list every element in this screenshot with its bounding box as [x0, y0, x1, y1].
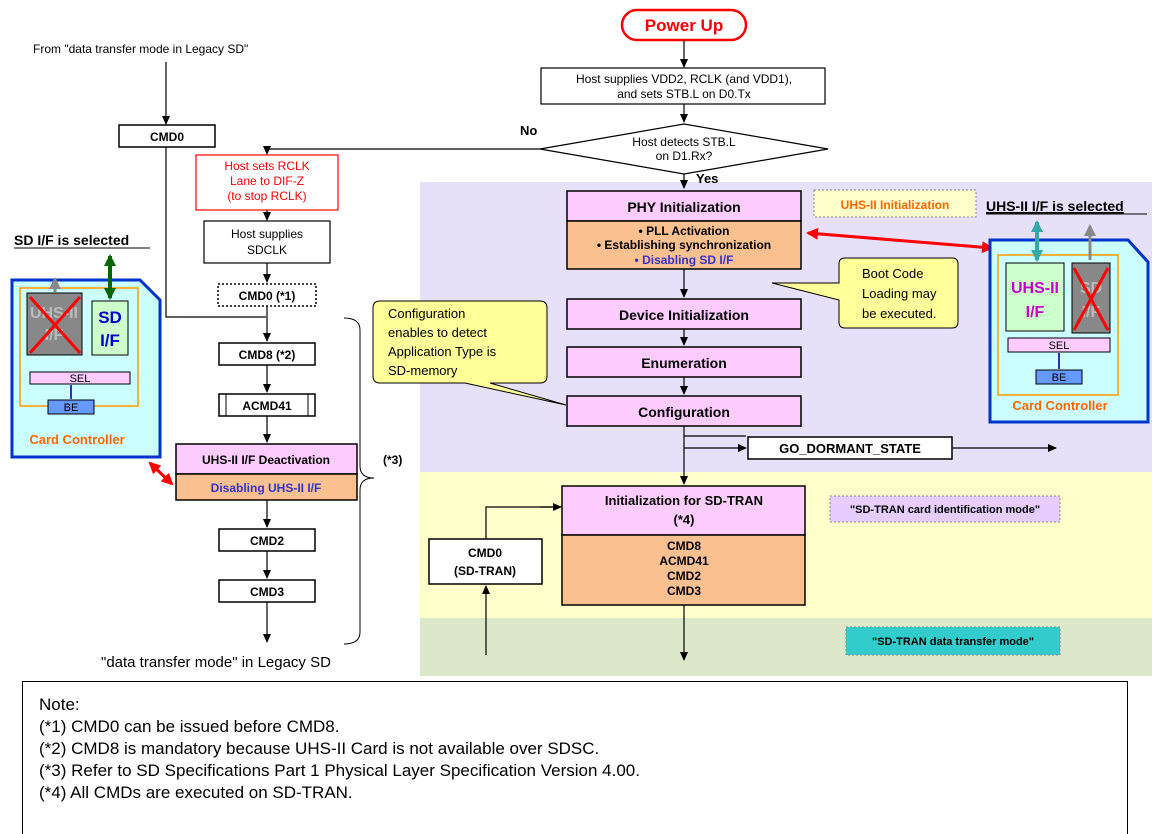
svg-text:enables to detect: enables to detect	[388, 325, 487, 340]
svg-text:Enumeration: Enumeration	[641, 355, 727, 371]
svg-text:UHS-II I/F Deactivation: UHS-II I/F Deactivation	[202, 453, 330, 467]
svg-text:be executed.: be executed.	[862, 306, 936, 321]
svg-text:ACMD41: ACMD41	[659, 554, 709, 568]
svg-text:CMD8 (*2): CMD8 (*2)	[239, 348, 296, 362]
svg-text:Disabling UHS-II I/F: Disabling UHS-II I/F	[211, 481, 322, 495]
uhs-deactivation-box	[175, 443, 358, 475]
svg-text:(*4): (*4)	[674, 512, 695, 527]
svg-text:CMD3: CMD3	[250, 585, 284, 599]
note-box: Note: (*1) CMD0 can be issued before CMD…	[22, 681, 1128, 834]
svg-text:BE: BE	[64, 402, 79, 414]
svg-text:Configuration: Configuration	[638, 404, 730, 420]
phy-items-box	[566, 220, 802, 270]
host-supplies-vdd2-box	[540, 67, 826, 105]
note-title: Note:	[39, 695, 80, 714]
device-init-box	[566, 298, 802, 330]
config-note-callout	[372, 300, 567, 406]
svg-text:(to stop RCLK): (to stop RCLK)	[227, 189, 306, 203]
host-supplies-sdclk-box	[203, 220, 331, 264]
svg-text:CMD2: CMD2	[250, 534, 284, 548]
svg-text:PHY Initialization: PHY Initialization	[627, 199, 740, 215]
svg-text:Boot Code: Boot Code	[862, 266, 923, 281]
svg-text:CMD3: CMD3	[667, 584, 701, 598]
svg-text:SEL: SEL	[70, 373, 91, 385]
svg-text:Card Controller: Card Controller	[29, 432, 124, 447]
cmd0-box	[118, 124, 216, 148]
svg-text:GO_DORMANT_STATE: GO_DORMANT_STATE	[779, 441, 921, 456]
boot-code-callout	[771, 257, 959, 329]
svg-text:CMD0 (*1): CMD0 (*1)	[239, 289, 296, 303]
svg-text:UHS-II: UHS-II	[1011, 280, 1059, 297]
svg-text:(SD-TRAN): (SD-TRAN)	[454, 564, 516, 578]
host-sets-rclk-box	[195, 154, 339, 211]
svg-text:UHS-II Initialization: UHS-II Initialization	[841, 198, 950, 212]
svg-text:Host supplies: Host supplies	[231, 227, 303, 241]
svg-text:CMD0: CMD0	[468, 546, 502, 560]
svg-text:BE: BE	[1052, 372, 1067, 384]
svg-text:• Disabling SD I/F: • Disabling SD I/F	[635, 253, 734, 267]
svg-text:CMD8: CMD8	[667, 539, 701, 553]
note-line-1: (*1) CMD0 can be issued before CMD8.	[39, 717, 340, 736]
svg-text:Lane to DIF-Z: Lane to DIF-Z	[230, 174, 304, 188]
svg-text:Application Type is: Application Type is	[388, 344, 497, 359]
svg-text:on D1.Rx?: on D1.Rx?	[656, 149, 713, 163]
power-up-label: Power Up	[645, 16, 723, 35]
svg-text:Card Controller: Card Controller	[1012, 398, 1107, 413]
phy-init-box	[566, 190, 802, 222]
uhs-selected-label: UHS-II I/F is selected	[986, 198, 1124, 214]
svg-text:Host sets RCLK: Host sets RCLK	[224, 159, 309, 173]
svg-text:and sets STB.L on D0.Tx: and sets STB.L on D0.Tx	[617, 87, 751, 101]
svg-text:Configuration: Configuration	[388, 306, 465, 321]
svg-text:CMD0: CMD0	[150, 130, 184, 144]
svg-text:Host detects STB.L: Host detects STB.L	[632, 135, 736, 149]
note-line-3: (*3) Refer to SD Specifications Part 1 P…	[39, 761, 640, 780]
from-legacy-label: From "data transfer mode in Legacy SD"	[33, 42, 248, 56]
svg-text:CMD2: CMD2	[667, 569, 701, 583]
card-left: UHS-II I/F SD I/F SEL BE Card Controller	[10, 254, 162, 459]
sdtran-ident-box	[829, 495, 1061, 523]
card-right: UHS-II I/F SD I/F SEL BE Card Controller	[988, 220, 1150, 424]
sdtran-transfer-box	[845, 626, 1061, 656]
svg-text:SD: SD	[98, 308, 122, 327]
yes-label: Yes	[696, 171, 718, 186]
svg-text:Host supplies VDD2, RCLK (and: Host supplies VDD2, RCLK (and VDD1),	[576, 72, 792, 86]
sd-selected-label: SD I/F is selected	[14, 232, 129, 248]
svg-text:• Establishing synchronization: • Establishing synchronization	[597, 238, 771, 252]
sdtran-cmds-box	[561, 534, 806, 606]
svg-text:Initialization for SD-TRAN: Initialization for SD-TRAN	[605, 493, 763, 508]
svg-text:I/F: I/F	[1026, 304, 1045, 321]
note-line-2: (*2) CMD8 is mandatory because UHS-II Ca…	[39, 739, 600, 758]
svg-text:SD: SD	[1080, 280, 1102, 297]
svg-text:"SD-TRAN data transfer mode": "SD-TRAN data transfer mode"	[872, 636, 1034, 648]
svg-text:SEL: SEL	[1049, 340, 1070, 352]
brace-star3	[343, 317, 375, 645]
note-line-4: (*4) All CMDs are executed on SD-TRAN.	[39, 783, 353, 802]
data-transfer-legacy-label: "data transfer mode" in Legacy SD	[101, 654, 331, 671]
uhs-init-label-box	[813, 189, 977, 218]
svg-text:"SD-TRAN card identification m: "SD-TRAN card identification mode"	[850, 504, 1040, 516]
svg-text:I/F: I/F	[100, 331, 120, 350]
svg-text:SDCLK: SDCLK	[247, 243, 287, 257]
svg-text:ACMD41: ACMD41	[242, 399, 292, 413]
svg-text:• PLL Activation: • PLL Activation	[639, 224, 730, 238]
svg-text:Loading may: Loading may	[862, 286, 937, 301]
no-label: No	[520, 123, 537, 138]
star3-label: (*3)	[383, 453, 402, 467]
svg-text:SD-memory: SD-memory	[388, 363, 458, 378]
svg-text:Device Initialization: Device Initialization	[619, 307, 749, 323]
